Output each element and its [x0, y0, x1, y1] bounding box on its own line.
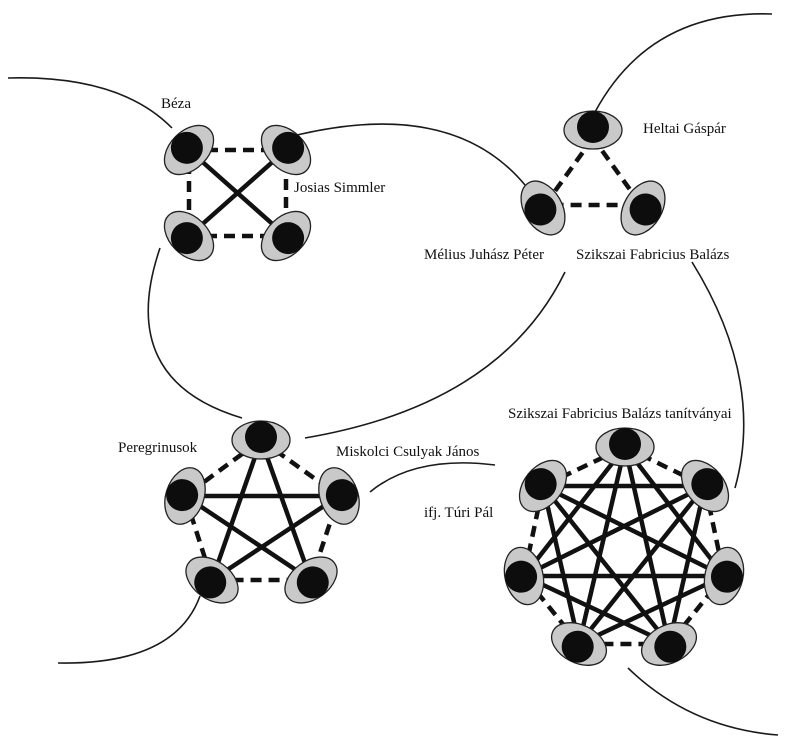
- person-top-view-icon: [163, 124, 215, 176]
- person-top-view-icon: [164, 467, 206, 525]
- person-top-view-icon: [185, 556, 239, 604]
- person-top-view-icon: [563, 110, 623, 150]
- arc-beza-to-peregrinusok: [147, 247, 243, 419]
- arc-top-left-to-beza: [7, 77, 173, 129]
- labels: Béza Josias Simmler Heltai Gáspár Mélius…: [118, 96, 732, 521]
- label-beza: Béza: [161, 96, 191, 112]
- person-top-view-icon: [318, 467, 360, 525]
- person-top-view-icon: [640, 622, 698, 666]
- person-top-view-icon: [620, 180, 666, 236]
- arc-peregrinusok-to-bottom-left: [57, 595, 201, 664]
- connection-arcs: [7, 13, 779, 736]
- person-top-view-icon: [503, 546, 545, 606]
- person-top-view-icon: [520, 180, 566, 236]
- person-top-view-icon: [284, 556, 338, 604]
- peregrinusok-group-star: [183, 439, 341, 582]
- arc-szikszai-to-tanitvanyai: [691, 261, 745, 489]
- arc-peregrinusok-to-tanitvanyai: [369, 462, 496, 493]
- person-top-view-icon: [550, 622, 608, 666]
- arc-beza-to-heltai: [284, 123, 526, 186]
- beza-group-diagonal: [187, 148, 288, 238]
- label-szikszai-fabricius-balazs: Szikszai Fabricius Balázs: [576, 247, 729, 263]
- label-heltai-gaspar: Heltai Gáspár: [643, 121, 726, 137]
- person-top-view-icon: [260, 210, 312, 262]
- person-top-view-icon: [595, 427, 655, 467]
- label-szikszai-tanitvanyai: Szikszai Fabricius Balázs tanítványai: [508, 406, 732, 422]
- heltai-group-ring: [540, 134, 646, 208]
- label-melius-juhasz-peter: Mélius Juhász Péter: [424, 247, 544, 263]
- person-top-view-icon: [680, 459, 730, 513]
- arc-heltai-to-peregrinusok: [304, 271, 566, 439]
- arc-heltai-to-top-right: [594, 13, 773, 113]
- person-top-view-icon: [163, 210, 215, 262]
- label-miskolci-csulyak-janos: Miskolci Csulyak János: [336, 444, 479, 460]
- label-ifj-turi-pal: ifj. Túri Pál: [424, 505, 493, 521]
- person-top-view-icon: [703, 546, 745, 606]
- person-top-view-icon: [231, 420, 291, 460]
- people-layer: [163, 110, 745, 666]
- person-top-view-icon: [518, 459, 568, 513]
- arc-tanitvanyai-to-bottom-right: [627, 667, 779, 736]
- tanitvanyai-group-chords: [522, 445, 726, 647]
- label-josias-simmler: Josias Simmler: [294, 180, 385, 196]
- label-peregrinusok: Peregrinusok: [118, 440, 198, 456]
